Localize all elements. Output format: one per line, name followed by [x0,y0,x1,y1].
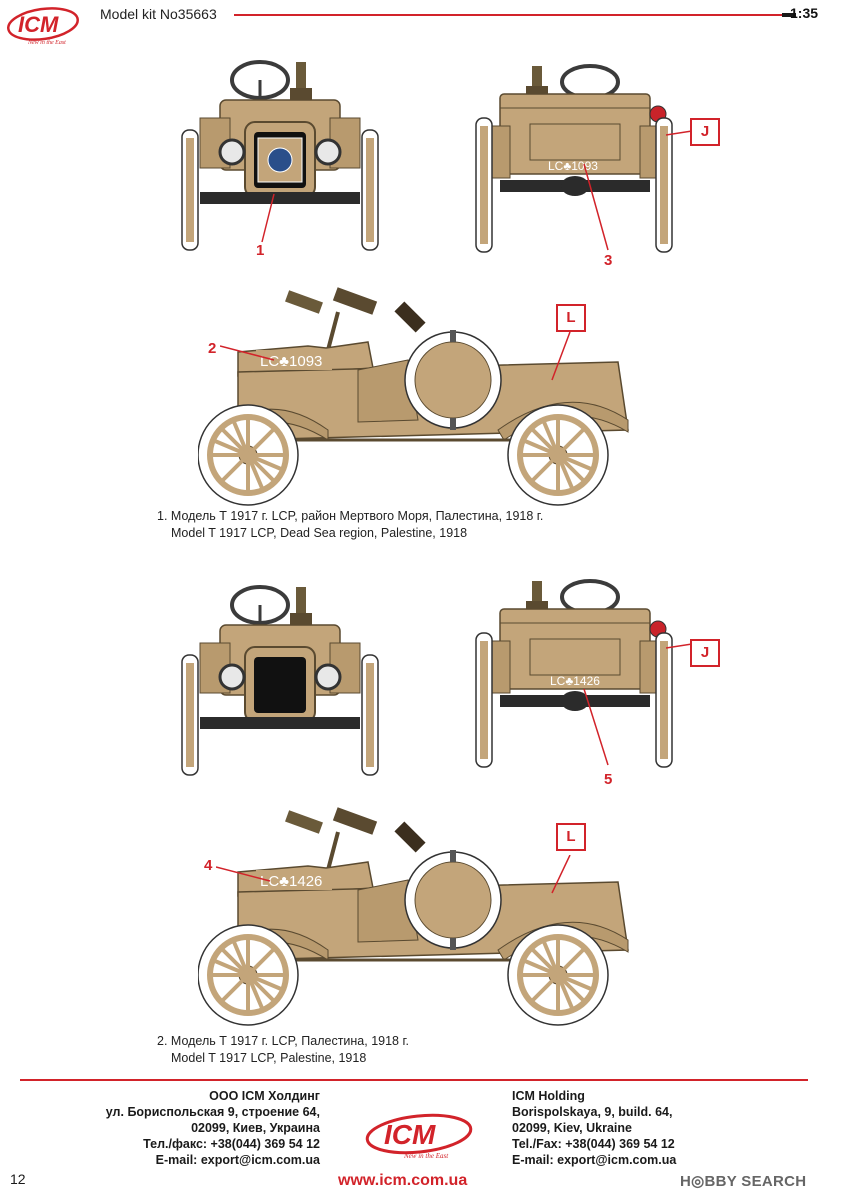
leader-3 [583,163,609,251]
leader-j-2 [666,643,692,649]
icm-footer-logo: ICM New in the East [365,1113,473,1160]
footer-divider [20,1079,808,1081]
rear-view-2: LC♣1426 [474,579,674,769]
icm-footer-logo-tagline: New in the East [403,1152,449,1160]
leader-j-1 [666,130,692,136]
callout-side-2: 2 [208,340,217,357]
rear-view-1: LC♣1093 [474,64,674,254]
side-plate-1: LC♣1093 [260,353,322,370]
caption-2-ru: 2. Модель Т 1917 г. LCP, Палестина, 1918… [157,1034,409,1048]
header-divider-cap [782,13,796,17]
callout-j-1: J [690,118,720,146]
leader-l-1 [551,332,571,381]
front-view-1 [180,60,380,252]
front-view-2 [180,585,380,777]
callout-l-1: L [556,304,586,332]
icm-logo-tagline: New in the East [27,40,66,46]
icm-logo: ICM New in the East [7,7,79,46]
side-view-1: LC♣1093 [198,280,638,520]
caption-1: 1. Модель Т 1917 г. LCP, район Мертвого … [157,508,543,542]
crest-icon [267,147,293,173]
callout-rear-3: 3 [604,252,613,269]
address-en-street: Borispolskaya, 9, build. 64, [512,1105,673,1119]
address-en-phone: Tel./Fax: +38(044) 369 54 12 [512,1137,675,1151]
rear-plate-2: LC♣1426 [550,674,600,688]
icm-logo-text: ICM [18,12,59,37]
hobby-search-watermark: H◎BBY SEARCH [680,1173,807,1190]
callout-front-1: 1 [256,242,265,259]
caption-1-ru: 1. Модель Т 1917 г. LCP, район Мертвого … [157,509,544,523]
caption-1-en: Model T 1917 LCP, Dead Sea region, Pales… [171,526,468,540]
address-ru-city: 02099, Киев, Украина [191,1121,320,1135]
address-en-email[interactable]: E-mail: export@icm.com.ua [512,1153,677,1167]
side-view-2: LC♣1426 [198,800,638,1040]
side-plate-2: LC♣1426 [260,873,322,890]
scale-label: 1:35 [790,5,819,21]
address-en: ICM Holding Borispolskaya, 9, build. 64,… [512,1088,752,1168]
callout-side-4: 4 [204,857,213,874]
caption-2: 2. Модель Т 1917 г. LCP, Палестина, 1918… [157,1033,409,1067]
scheme-2: LC♣1426 5 J LC♣1426 4 L 2. Модель Т 1917… [0,575,842,1075]
scheme-1: 1 LC♣1093 3 J LC♣1093 2 L 1. Модель Т 19… [0,50,842,550]
leader-l-2 [551,855,571,894]
address-ru-email[interactable]: E-mail: export@icm.com.ua [155,1153,320,1167]
leader-2 [220,345,275,361]
address-ru-name: ООО ICM Холдинг [209,1089,320,1103]
callout-j-2: J [690,639,720,667]
kit-number: Model kit No35663 [100,6,217,22]
leader-4 [216,866,271,882]
address-ru: ООО ICM Холдинг ул. Бориспольская 9, стр… [90,1088,320,1168]
caption-2-en: Model T 1917 LCP, Palestine, 1918 [171,1051,367,1065]
website-link[interactable]: www.icm.com.ua [338,1172,468,1189]
leader-5 [583,688,609,766]
callout-rear-5: 5 [604,771,613,788]
address-ru-street: ул. Бориспольская 9, строение 64, [105,1105,320,1119]
address-en-name: ICM Holding [512,1089,585,1103]
address-ru-phone: Тел./факс: +38(044) 369 54 12 [143,1137,320,1151]
side-plate-bg-2 [256,870,332,890]
address-en-city: 02099, Kiev, Ukraine [512,1121,632,1135]
icm-footer-logo-text: ICM [384,1119,436,1150]
side-plate-bg-1 [256,350,332,370]
callout-l-2: L [556,823,586,851]
page-number: 12 [10,1171,26,1187]
header-divider [234,14,792,16]
leader-1 [261,193,275,243]
